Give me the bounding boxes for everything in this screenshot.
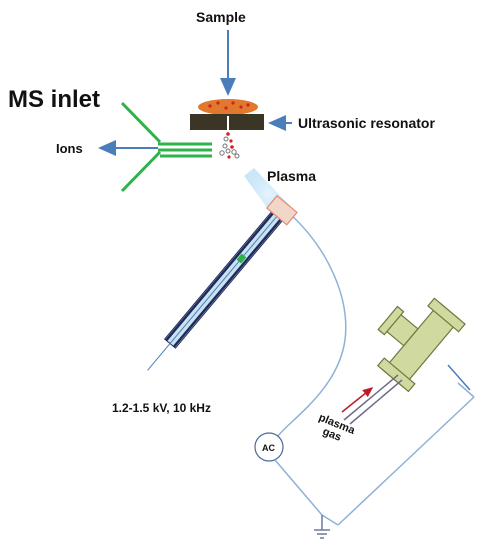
sample-label: Sample — [196, 9, 246, 25]
ground-wiring — [274, 382, 475, 526]
tee-fitting — [376, 297, 466, 393]
ac-label: AC — [262, 443, 275, 453]
gas-inlet — [341, 374, 403, 425]
ms-inlet — [120, 101, 212, 193]
resonator-label: Ultrasonic resonator — [298, 115, 435, 131]
plasma-label: Plasma — [267, 168, 316, 184]
voltage-label: 1.2-1.5 kV, 10 kHz — [112, 401, 211, 415]
tube-exit — [447, 364, 471, 391]
outer-electrode — [265, 194, 298, 226]
ions-label: Ions — [56, 141, 83, 156]
plasma-tube — [147, 194, 298, 371]
sample-drop — [198, 99, 258, 115]
wire-to-ac — [277, 211, 347, 437]
tube-marker — [236, 253, 247, 264]
droplets — [219, 132, 240, 159]
ground-symbol — [314, 515, 330, 539]
ms-inlet-label: MS inlet — [8, 86, 100, 113]
ac-source — [254, 432, 284, 462]
gas-flow-arrow — [341, 387, 374, 413]
sample-particles — [208, 101, 250, 110]
